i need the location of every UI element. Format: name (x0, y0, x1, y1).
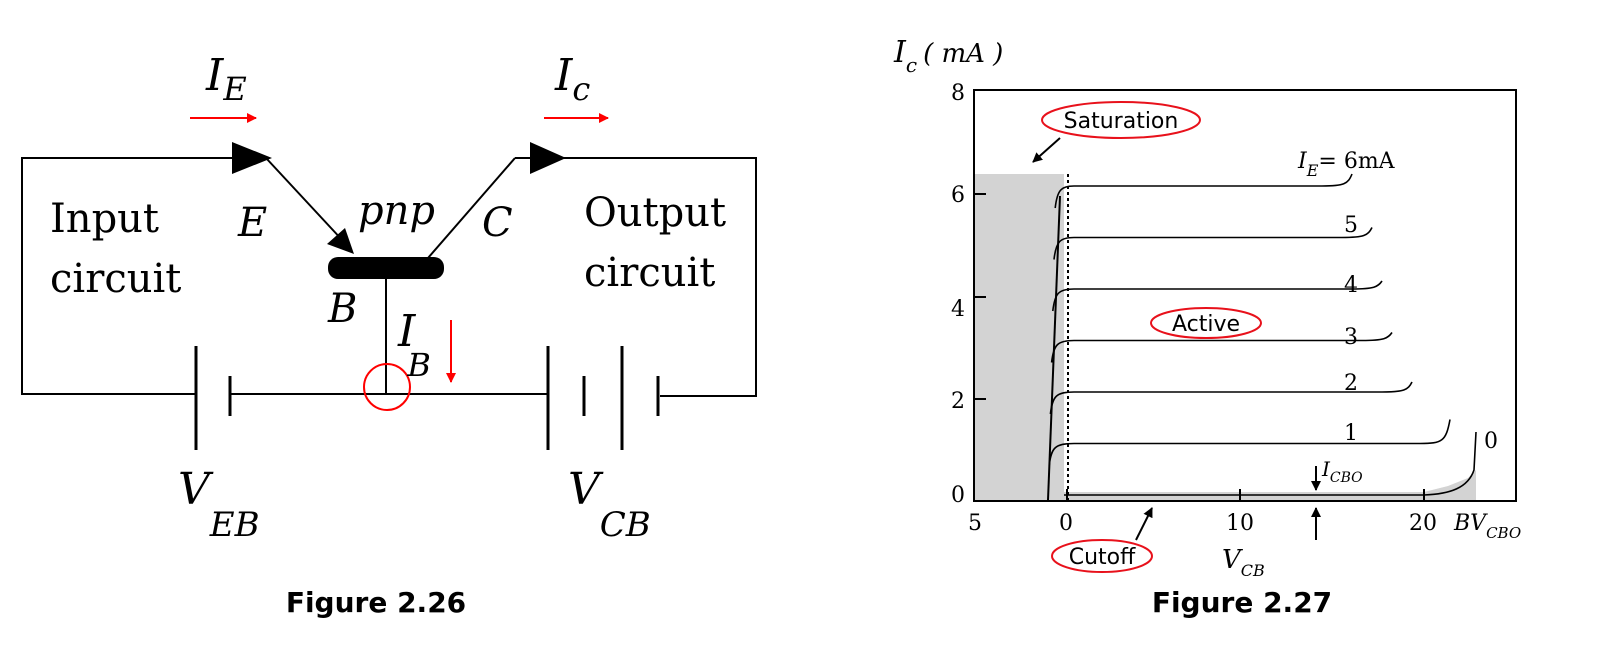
figure-2-26-caption: Figure 2.26 (286, 586, 466, 619)
cutoff-pointer-left (1135, 507, 1153, 541)
ie-label: IE (205, 50, 247, 108)
saturation-region-shade (974, 174, 1064, 501)
emitter-label: E (237, 200, 267, 246)
ic-label: Ic (554, 50, 590, 108)
transistor-type-label: pnp (358, 188, 435, 234)
x-tick-label: 10 (1226, 511, 1254, 536)
emitter-lead-arrowhead (327, 228, 354, 254)
saturation-edge-line (1047, 195, 1061, 501)
emitter-lead (265, 157, 345, 243)
bvcbo-label: BVCBO (1453, 511, 1521, 542)
output-circuit-label: Output circuit (584, 190, 739, 296)
x-tick-label: 5 (968, 511, 982, 536)
output-wire-arrowhead (530, 142, 566, 174)
active-label: Active (1172, 312, 1240, 337)
y-axis-ticks (974, 89, 986, 502)
ie-curves (1047, 173, 1477, 501)
plot-frame (973, 89, 1517, 502)
ie-curve-2 (1049, 381, 1413, 415)
figure-2-27-caption: Figure 2.27 (1152, 586, 1332, 619)
input-circuit-label: Input circuit (50, 196, 181, 302)
y-axis-title: Ic( mA ) (893, 35, 1003, 77)
x-tick-label: 0 (1059, 511, 1073, 536)
curve-label-3: 3 (1344, 325, 1358, 350)
curve-label-1: 1 (1344, 421, 1358, 446)
cutoff-label: Cutoff (1069, 545, 1136, 570)
ie-curve-4 (1052, 280, 1383, 312)
curve-label-4: 4 (1344, 273, 1358, 298)
y-tick-label: 6 (951, 183, 965, 208)
y-tick-label: 4 (951, 297, 965, 322)
cutoff-ellipse (1051, 539, 1153, 573)
output-loop-wire (515, 157, 757, 397)
x-tick-label: 20 (1409, 511, 1437, 536)
curve-label-0: 0 (1484, 429, 1498, 454)
vcb-label: VCB (568, 464, 651, 545)
active-ellipse (1150, 307, 1262, 339)
saturation-label: Saturation (1064, 109, 1179, 134)
base-label: B (327, 286, 357, 332)
x-axis-title: VCB (1222, 545, 1265, 580)
ie-curve-0 (1064, 431, 1477, 496)
curve-label-5: 5 (1344, 213, 1358, 238)
y-tick-label: 0 (951, 483, 965, 508)
curve-label-2: 2 (1344, 371, 1358, 396)
ie-curve-6mA (1054, 173, 1353, 209)
saturation-ellipse (1041, 101, 1201, 139)
collector-lead (427, 157, 516, 259)
curve-label-ie-6ma: IE= 6mA (1297, 149, 1396, 180)
base-bar (328, 257, 444, 279)
saturation-pointer (1032, 137, 1061, 163)
icbo-label: ICBO (1321, 457, 1363, 486)
ie-curve-5 (1053, 227, 1373, 260)
ie-curve-1 (1048, 419, 1451, 466)
y-tick-label: 8 (951, 81, 965, 106)
cutoff-region-shade (1064, 470, 1476, 500)
y-tick-label: 2 (951, 389, 965, 414)
input-loop-wire (21, 157, 266, 395)
characteristics-chart: 8 6 4 2 0 5 0 10 20 BVCBO Ic( mA ) VCB I… (893, 35, 1521, 619)
collector-label: C (482, 200, 513, 246)
veb-label: VEB (178, 464, 260, 545)
base-node-highlight (363, 363, 411, 411)
input-wire-arrowhead (232, 142, 272, 174)
